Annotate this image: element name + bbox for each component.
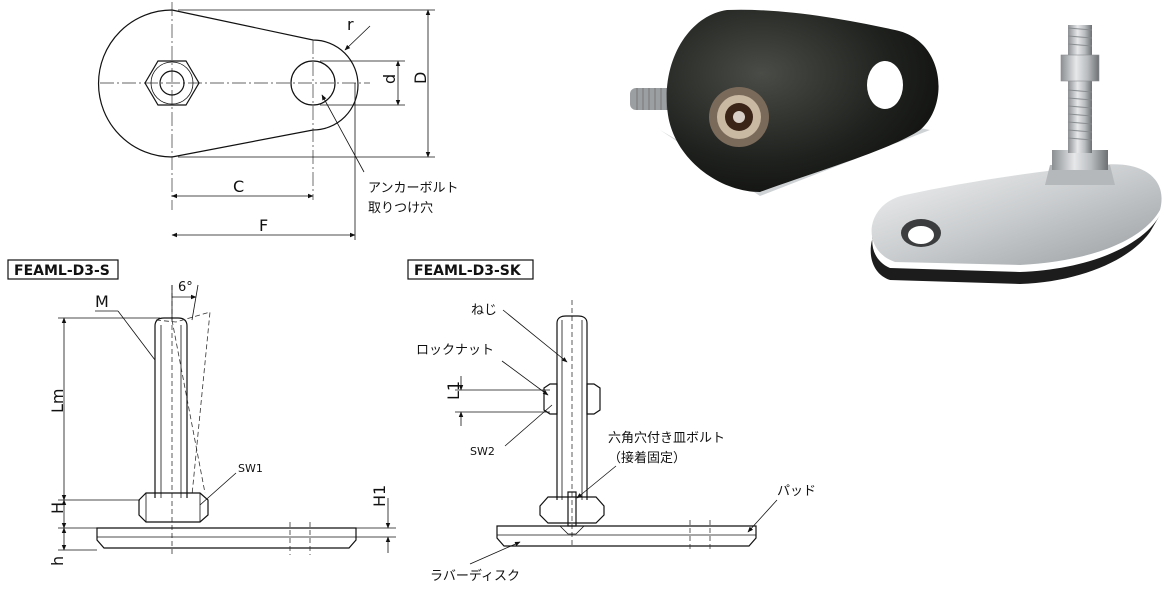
sk-lock-nut-label: ロックナット	[416, 343, 494, 358]
sk-base-nut	[539, 496, 605, 524]
s-base-plate	[96, 527, 357, 549]
sk-SW2-leader	[504, 404, 553, 447]
anchor-leader	[321, 94, 365, 173]
leveller-lock-nut	[1060, 54, 1100, 82]
sk-bolt	[556, 315, 588, 500]
leveller-hex-nut	[1052, 150, 1108, 170]
leveller-threads	[1067, 27, 1093, 141]
d-label: d	[380, 74, 399, 84]
anchor-hole	[290, 60, 336, 106]
anchor-label-line2: 取りつけ穴	[368, 201, 433, 216]
base-outline	[97, 9, 359, 158]
s-bolt	[154, 317, 188, 498]
sk-pad-label: パッド	[777, 484, 816, 499]
model-sk-name: FEAML-D3-SK	[414, 263, 522, 279]
sk-lock-nut-leader	[501, 360, 549, 396]
s-tilt-outline	[155, 311, 211, 496]
leveller-rubber-base	[870, 202, 1160, 284]
sk-countersink	[559, 525, 585, 535]
top-view: r d D C F アンカーボルト 取りつけ穴	[97, 2, 458, 240]
leveller-plate	[871, 164, 1162, 265]
C-label: C	[233, 177, 244, 196]
sk-pad-leader	[747, 499, 778, 533]
s-tilt-axis	[171, 319, 206, 494]
s-M-label: M	[95, 292, 109, 311]
thread-hole	[159, 70, 185, 96]
side-view-s: FEAML-D3-S 6° M SW1 Lm H h	[7, 259, 396, 566]
r-label: r	[347, 15, 354, 34]
model-s-name: FEAML-D3-S	[14, 263, 110, 279]
sk-base-plate	[496, 525, 757, 547]
sk-L1-label: L1	[444, 381, 463, 400]
s-M-leader	[117, 310, 156, 361]
hex-nut	[144, 60, 200, 106]
sk-lock-nut-right	[586, 383, 601, 415]
s-H1-label: H1	[370, 485, 389, 507]
s-angle-label: 6°	[178, 280, 193, 295]
sk-lock-nut-left	[543, 383, 558, 415]
photo-stainless-leveller	[870, 25, 1162, 284]
model-sk-box	[407, 259, 534, 280]
r-leader	[344, 25, 371, 51]
s-SW1-leader	[199, 472, 237, 506]
s-nut	[138, 492, 209, 523]
sk-screw-leader	[502, 309, 568, 363]
F-label: F	[259, 216, 268, 235]
s-H-label: H	[48, 502, 67, 514]
anchor-label-line1: アンカーボルト	[368, 181, 458, 196]
D-label: D	[411, 72, 430, 84]
sk-screw-label: ねじ	[471, 303, 497, 318]
leveller-anchor-hole-inner	[908, 226, 934, 244]
sk-flat-bolt-leader	[576, 465, 617, 499]
sk-rubber-disc-leader	[469, 541, 521, 565]
s-SW1-label: SW1	[238, 462, 263, 475]
sk-flat-bolt-label-line2: （接着固定）	[608, 450, 686, 466]
s-h-label: h	[48, 556, 67, 566]
sk-SW2-label: SW2	[470, 445, 495, 458]
nut-chamfer	[150, 61, 194, 105]
s-angle-ref-tilt	[191, 284, 199, 321]
s-Lm-label: Lm	[48, 389, 67, 414]
sk-flat-bolt-label-line1: 六角穴付き皿ボルト	[608, 431, 725, 446]
side-view-sk: FEAML-D3-SK ねじ ロックナット L1 SW2 六角穴付き皿ボルト （…	[407, 259, 816, 584]
pad-anchor-hole	[867, 61, 903, 109]
model-s-box	[7, 259, 119, 280]
photo-dark-pad	[630, 9, 939, 196]
pad-hex-socket	[733, 111, 745, 123]
sk-rubber-disc-label: ラバーディスク	[430, 568, 520, 584]
